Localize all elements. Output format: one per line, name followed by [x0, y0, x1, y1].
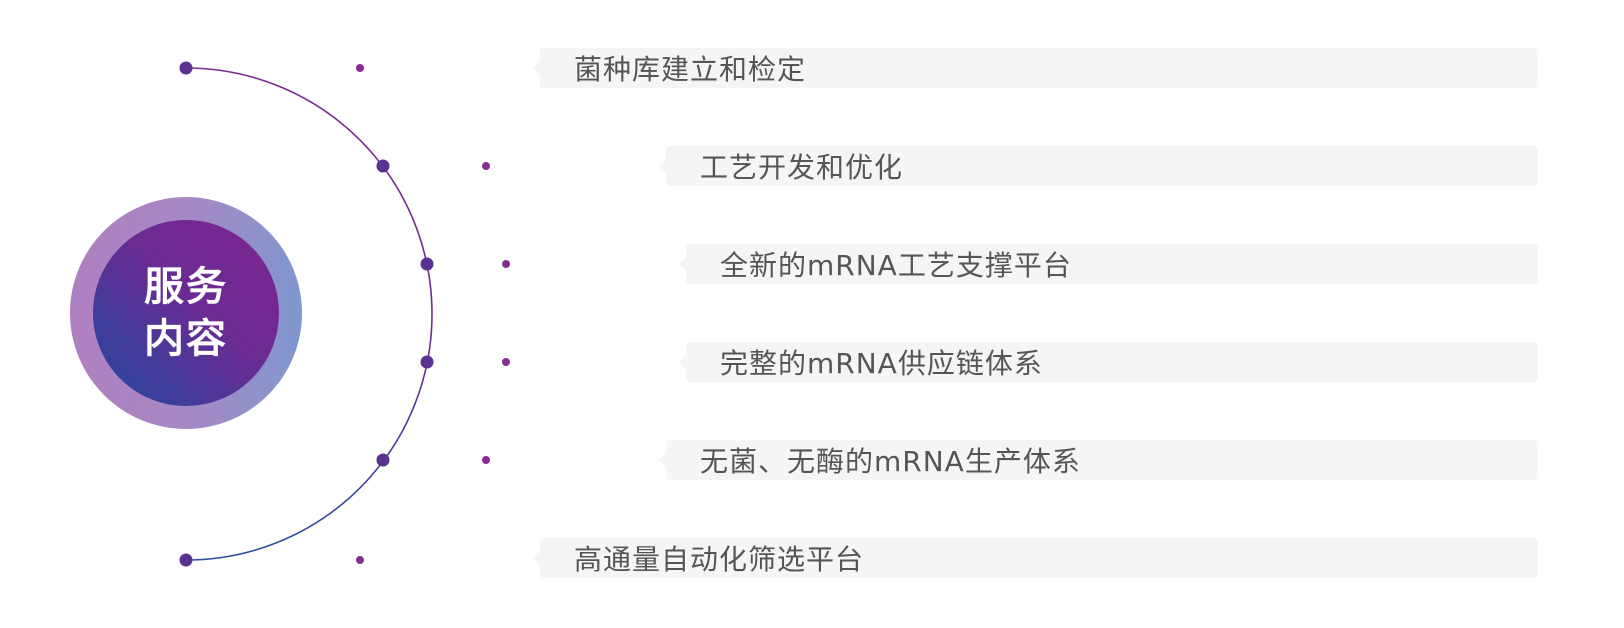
service-item-2: 工艺开发和优化 [659, 146, 1538, 186]
service-item-3: 全新的mRNA工艺支撑平台 [679, 244, 1538, 284]
arc-dot-1 [179, 61, 193, 75]
service-item-6: 高通量自动化筛选平台 [533, 538, 1538, 578]
connector-dot-4 [502, 358, 510, 366]
service-item-label: 无菌、无酶的mRNA生产体系 [700, 445, 1081, 478]
service-item-1: 菌种库建立和检定 [533, 48, 1538, 88]
connector-dot-2 [482, 162, 490, 170]
center-title-line-2: 内容 [144, 316, 228, 362]
arc-dot-4 [420, 355, 434, 369]
service-item-label: 工艺开发和优化 [700, 151, 904, 184]
service-item-label: 菌种库建立和检定 [574, 53, 807, 86]
service-item-label: 全新的mRNA工艺支撑平台 [720, 249, 1072, 282]
service-item-label: 高通量自动化筛选平台 [574, 543, 865, 576]
arc-dot-3 [420, 257, 434, 271]
service-item-label: 完整的mRNA供应链体系 [720, 347, 1043, 380]
center-title-line-1: 服务 [144, 264, 228, 310]
arc-dot-2 [376, 159, 390, 173]
item-pointer [659, 159, 666, 173]
arc-dot-6 [179, 553, 193, 567]
connector-dot-6 [356, 556, 364, 564]
service-item-5: 无菌、无酶的mRNA生产体系 [659, 440, 1538, 480]
item-pointer [533, 61, 540, 75]
item-pointer [659, 453, 666, 467]
arc [185, 67, 433, 561]
service-item-4: 完整的mRNA供应链体系 [679, 342, 1538, 382]
item-pointer [679, 257, 686, 271]
center-circle: 服务 内容 [93, 220, 279, 406]
connector-dot-1 [356, 64, 364, 72]
arc-dot-5 [376, 453, 390, 467]
item-pointer [679, 355, 686, 369]
connector-dot-3 [502, 260, 510, 268]
item-pointer [533, 551, 540, 565]
connector-dot-5 [482, 456, 490, 464]
